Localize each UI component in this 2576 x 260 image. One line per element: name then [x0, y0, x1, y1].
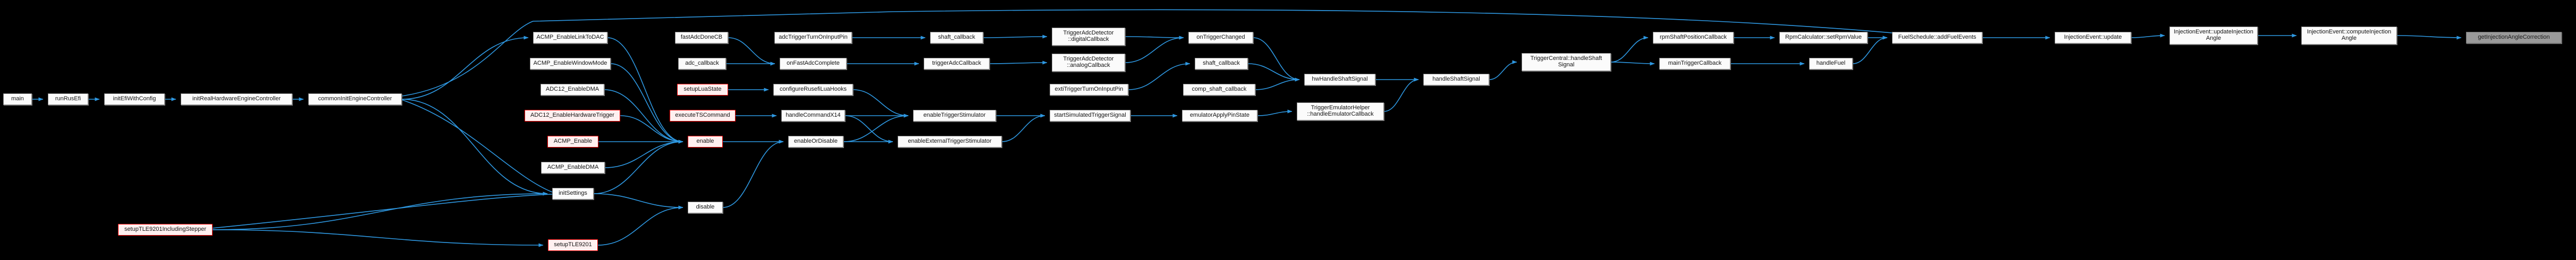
graph-node-triggerAdcCallback[interactable]: triggerAdcCallback	[924, 58, 990, 70]
graph-node-TriggerEmulatorHelper[interactable]: TriggerEmulatorHelper ::handleEmulatorCa…	[1297, 102, 1384, 120]
edge-fastAdcDoneCB-to-onFastAdcComplete	[728, 37, 775, 66]
graph-node-initRealHardware[interactable]: initRealHardwareEngineController	[181, 93, 292, 105]
graph-node-runRusEfi[interactable]: runRusEfi	[48, 93, 88, 105]
edge-curve-commonInit-to-top-arc	[401, 9, 1893, 97]
graph-node-setupTLE9201Stepper[interactable]: setupTLE9201IncludingStepper	[118, 224, 213, 236]
graph-node-startSimulatedTriggerSignal[interactable]: startSimulatedTriggerSignal	[1050, 110, 1130, 122]
edge-ACMP_EnableLinkToDAC-to-enable	[607, 37, 683, 144]
edge-handleCommandX14-to-enableExternalTriggerStimulator	[844, 115, 893, 144]
graph-node-setupLuaState[interactable]: setupLuaState	[677, 84, 728, 96]
graph-node-ACMP_EnableWindowMode[interactable]: ACMP_EnableWindowMode	[530, 58, 611, 70]
graph-node-shaft_callback_2[interactable]: shaft_callback	[1195, 58, 1248, 70]
graph-node-handleShaftSignal[interactable]: handleShaftSignal	[1423, 74, 1489, 85]
graph-node-comp_shaft_callback[interactable]: comp_shaft_callback	[1183, 84, 1255, 96]
edge-enableExternalTriggerStimulator-to-startSimulatedTriggerSignal	[1001, 114, 1045, 142]
graph-node-getInjectionAngleCorrection[interactable]: getInjectionAngleCorrection	[2466, 32, 2562, 44]
graph-node-initSettings[interactable]: initSettings	[552, 188, 594, 200]
graph-node-InjectionEvent_update[interactable]: InjectionEvent::update	[2055, 32, 2131, 44]
edge-comp_shaft_callback-to-hwHandleShaftSignal	[1255, 77, 1300, 90]
edge-configureRusefiLuaHooks-to-enableTriggerStimulator	[852, 89, 909, 118]
graph-node-executeTSCommand[interactable]: executeTSCommand	[670, 110, 736, 122]
graph-node-hwHandleShaftSignal[interactable]: hwHandleShaftSignal	[1304, 74, 1375, 85]
edge-TriggerEmulatorHelper-to-handleShaftSignal	[1383, 77, 1419, 112]
edge-TriggerCentral_handleShaftSignal-to-rpmShaftPositionCallback	[1610, 36, 1649, 63]
edge-setupTLE9201Stepper-to-setupTLE9201	[212, 229, 544, 247]
edge-initSettings-to-enable	[593, 140, 683, 194]
graph-node-shaft_callback_1[interactable]: shaft_callback	[930, 32, 983, 44]
edge-initSettings-to-disable	[593, 193, 683, 210]
edge-ACMP_EnableDMA-to-enable	[604, 140, 683, 168]
graph-node-setupTLE9201[interactable]: setupTLE9201	[548, 239, 598, 251]
graph-node-adc_callback[interactable]: adc_callback	[678, 58, 726, 70]
graph-node-ACMP_EnableLinkToDAC[interactable]: ACMP_EnableLinkToDAC	[533, 32, 607, 44]
edge-TriggerAdcDetector_digital-to-onTriggerChanged	[1125, 36, 1184, 40]
edge-onTriggerChanged-to-hwHandleShaftSignal	[1253, 37, 1300, 82]
graph-node-enableTriggerStimulator[interactable]: enableTriggerStimulator	[913, 110, 996, 122]
graph-node-FuelSchedule_addFuelEvents[interactable]: FuelSchedule::addFuelEvents	[1892, 32, 1982, 44]
edge-disable-to-enableOrDisable	[722, 140, 784, 208]
graph-node-onFastAdcComplete[interactable]: onFastAdcComplete	[780, 58, 847, 70]
edge-InjectionEvent_update-to-InjectionEvent_updateInjectionAngle	[2131, 33, 2165, 38]
graph-node-ADC12_EnableDMA[interactable]: ADC12_EnableDMA	[540, 84, 604, 96]
edge-InjectionEvent_computeInjectionAngle-to-getInjectionAngleCorrection	[2396, 35, 2462, 40]
graph-node-TriggerAdcDetector_analog[interactable]: TriggerAdcDetector ::analogCallback	[1052, 54, 1125, 72]
graph-node-emulatorApplyPinState[interactable]: emulatorApplyPinState	[1182, 110, 1257, 122]
edge-triggerAdcCallback-to-TriggerAdcDetector_analog	[989, 60, 1048, 65]
graph-node-initEfiWithConfig[interactable]: initEfiWithConfig	[104, 93, 165, 105]
edge-extiTriggerTurnOnInputPin-to-shaft_callback_2	[1128, 62, 1190, 90]
graph-node-enableExternalTriggerStimulator[interactable]: enableExternalTriggerStimulator	[898, 136, 1002, 148]
graph-node-commonInit[interactable]: commonInitEngineController	[308, 93, 402, 105]
graph-node-onTriggerChanged[interactable]: onTriggerChanged	[1188, 32, 1253, 44]
edge-curve-setupTLE9201Stepper-to-initSettings	[212, 194, 553, 229]
graph-node-adcTriggerTurnOnInputPin[interactable]: adcTriggerTurnOnInputPin	[774, 32, 852, 44]
graph-node-mainTriggerCallback[interactable]: mainTriggerCallback	[1659, 58, 1730, 70]
graph-node-fastAdcDoneCB[interactable]: fastAdcDoneCB	[675, 32, 728, 44]
edge-shaft_callback_2-to-hwHandleShaftSignal	[1247, 63, 1300, 82]
graph-node-enableOrDisable[interactable]: enableOrDisable	[788, 136, 843, 148]
edge-emulatorApplyPinState-to-TriggerEmulatorHelper	[1257, 109, 1293, 116]
graph-node-ADC12_EnableHwTrig[interactable]: ADC12_EnableHardwareTrigger	[525, 110, 620, 122]
graph-node-disable[interactable]: disable	[688, 202, 723, 213]
graph-node-handleFuel[interactable]: handleFuel	[1809, 58, 1853, 70]
graph-node-handleCommandX14[interactable]: handleCommandX14	[781, 110, 845, 122]
graph-node-TriggerCentral_handleShaftSignal[interactable]: TriggerCentral::handleShaft Signal	[1522, 53, 1611, 71]
edge-commonInit-to-ACMP_EnableLinkToDAC	[401, 36, 529, 100]
graph-node-rpmShaftPositionCallback[interactable]: rpmShaftPositionCallback	[1653, 32, 1734, 44]
graph-node-TriggerAdcDetector_digital[interactable]: TriggerAdcDetector ::digitalCallback	[1052, 28, 1125, 46]
edge-TriggerCentral_handleShaftSignal-to-mainTriggerCallback	[1610, 62, 1655, 66]
edge-handleShaftSignal-to-TriggerCentral_handleShaftSignal	[1489, 60, 1517, 80]
edge-setupTLE9201Stepper-to-initSettings	[212, 192, 548, 230]
graph-node-ACMP_Enable[interactable]: ACMP_Enable	[547, 136, 598, 148]
edge-setupTLE9201-to-disable	[597, 205, 683, 246]
graph-node-main[interactable]: main	[3, 93, 32, 105]
edge-shaft_callback_1-to-TriggerAdcDetector_digital	[983, 34, 1048, 39]
graph-node-InjectionEvent_updateInjectionAngle[interactable]: InjectionEvent::updateInjection Angle	[2169, 27, 2258, 45]
graph-node-RpmCalculator_setRpmValue[interactable]: RpmCalculator::setRpmValue	[1779, 32, 1868, 44]
graph-node-InjectionEvent_computeInjectionAngle[interactable]: InjectionEvent::computeInjection Angle	[2301, 27, 2397, 45]
graph-node-configureRusefiLuaHooks[interactable]: configureRusefiLuaHooks	[773, 84, 853, 96]
graph-node-ACMP_EnableDMA[interactable]: ACMP_EnableDMA	[541, 162, 605, 174]
edge-TriggerAdcDetector_analog-to-onTriggerChanged	[1125, 36, 1184, 63]
edge-ACMP_EnableWindowMode-to-enable	[610, 63, 683, 144]
graph-node-extiTriggerTurnOnInputPin[interactable]: extiTriggerTurnOnInputPin	[1050, 84, 1128, 96]
graph-node-enable[interactable]: enable	[688, 136, 723, 148]
